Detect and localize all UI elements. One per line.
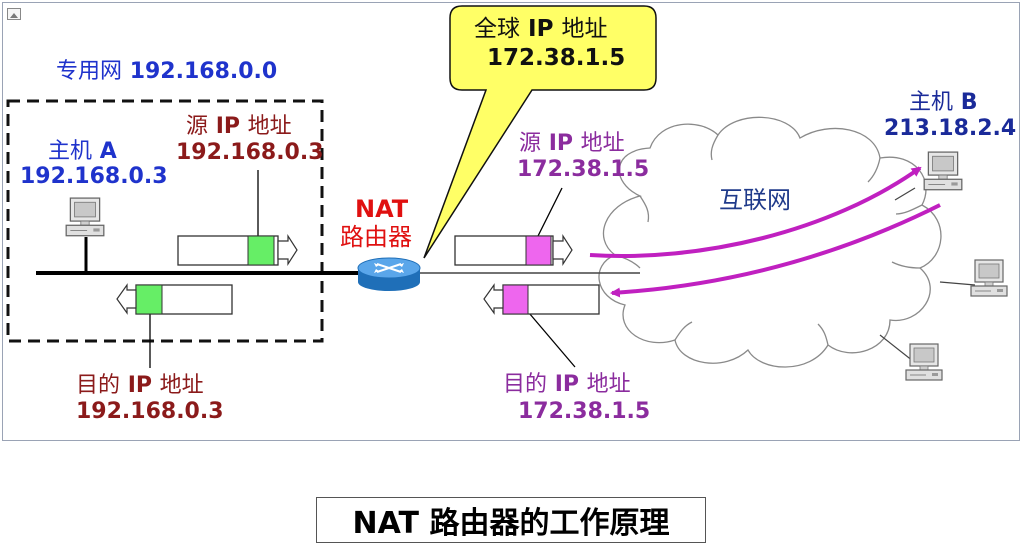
host-c-link (939, 281, 976, 286)
private-network-label: 专用网 192.168.0.0 (56, 59, 278, 84)
left-dst-label: 目的 IP 地址 (76, 373, 204, 398)
right-src-label: 源 IP 地址 (519, 131, 625, 156)
figure-caption: NAT 路由器的工作原理 (316, 497, 706, 543)
host-b-name: 主机 B (909, 90, 978, 115)
left-src-value: 192.168.0.3 (176, 140, 324, 165)
nat-label: NAT (355, 195, 409, 223)
outbound-arrow (589, 166, 922, 258)
router-icon (357, 257, 421, 291)
left-dst-value: 192.168.0.3 (76, 399, 224, 424)
computer-icon (970, 259, 1008, 297)
computer-icon (905, 343, 943, 381)
callout-ip: 172.38.1.5 (487, 45, 626, 71)
router-label: 路由器 (340, 223, 412, 251)
right-dst-label: 目的 IP 地址 (503, 372, 631, 397)
packet-arrow (177, 233, 298, 267)
inbound-arrow (610, 203, 941, 298)
internet-label: 互联网 (719, 186, 791, 214)
computer-icon (923, 151, 963, 191)
global-ip-callout (423, 5, 657, 259)
left-src-label: 源 IP 地址 (186, 114, 292, 139)
private-network-boundary (6, 99, 324, 343)
packet-arrow (116, 283, 233, 315)
host-b-ip: 213.18.2.4 (884, 116, 1017, 141)
internet-cloud (598, 116, 942, 368)
right-dst-value: 172.38.1.5 (518, 399, 651, 424)
computer-icon (65, 197, 105, 237)
slide-frame (2, 2, 1020, 441)
image-placeholder-icon (7, 8, 21, 20)
host-b-link (894, 187, 916, 201)
host-a-ip: 192.168.0.3 (20, 164, 168, 189)
right-src-pointer (537, 187, 563, 237)
callout-title: 全球 IP 地址 (474, 16, 608, 42)
packet-arrow (483, 283, 600, 315)
right-src-value: 172.38.1.5 (517, 157, 650, 182)
packet-arrow (454, 233, 573, 267)
host-a-name: 主机 A (48, 139, 117, 164)
